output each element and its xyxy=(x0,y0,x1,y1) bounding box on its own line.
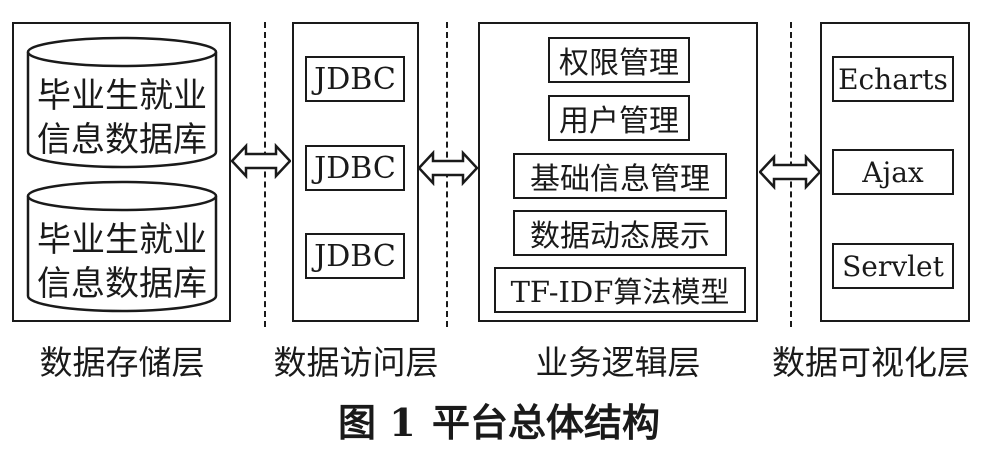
tf-idf-model-box: TF-IDF算法模型 xyxy=(494,267,746,313)
servlet-box: Servlet xyxy=(832,243,954,289)
basic-info-management-box: 基础信息管理 xyxy=(513,153,727,199)
separator-1 xyxy=(264,22,266,327)
database-name-line2: 信息数据库 xyxy=(37,120,207,160)
access-layer-label: 数据访问层 xyxy=(273,343,439,382)
database-name-line1: 毕业生就业 xyxy=(37,220,207,260)
permission-management-box: 权限管理 xyxy=(548,37,690,83)
figure-title: 平台总体结构 xyxy=(432,400,661,445)
double-arrow-icon xyxy=(231,143,291,179)
database-shape xyxy=(26,180,218,313)
ajax-box: Ajax xyxy=(832,149,954,195)
visualization-layer-label: 数据可视化层 xyxy=(772,343,970,382)
logic-layer-label: 业务逻辑层 xyxy=(535,343,701,382)
figure-number: 图 1 xyxy=(338,400,416,445)
database-shape xyxy=(26,36,218,169)
storage-layer-label: 数据存储层 xyxy=(39,343,205,382)
double-arrow-icon xyxy=(418,150,478,186)
echarts-box: Echarts xyxy=(832,56,954,102)
user-management-box: 用户管理 xyxy=(548,95,690,141)
database-name-line2: 信息数据库 xyxy=(37,264,207,304)
jdbc-box-3: JDBC xyxy=(305,233,405,279)
database-name-line1: 毕业生就业 xyxy=(37,76,207,116)
jdbc-box-2: JDBC xyxy=(305,145,405,191)
double-arrow-icon xyxy=(759,154,821,190)
database-cylinder-2: 毕业生就业 信息数据库 xyxy=(26,180,218,314)
jdbc-box-1: JDBC xyxy=(305,56,405,102)
database-cylinder-1: 毕业生就业 信息数据库 xyxy=(26,36,218,170)
data-dynamic-display-box: 数据动态展示 xyxy=(513,210,727,256)
